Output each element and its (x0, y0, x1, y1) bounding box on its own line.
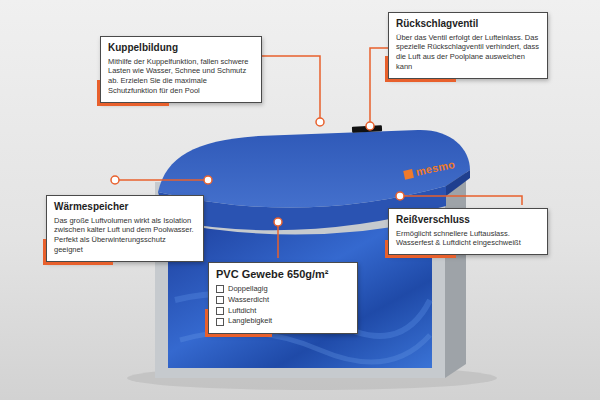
callout-heading: Reißverschluss (396, 214, 540, 227)
checklist-item: Wasserdicht (216, 295, 350, 306)
checklist-item: Langlebigkeit (216, 316, 350, 327)
checklist-text: Doppellagig (228, 284, 268, 295)
leader-dot (366, 122, 374, 130)
callout-heading: PVC Gewebe 650g/m² (216, 268, 350, 282)
checklist-text: Wasserdicht (228, 295, 269, 306)
accent-bar (205, 334, 272, 337)
accent-bar (43, 262, 113, 265)
callout-box: ReißverschlussErmöglicht schnellere Luft… (388, 208, 548, 255)
accent-bar (97, 80, 100, 106)
leader-line (404, 196, 522, 205)
water-shimmer (180, 332, 430, 362)
accent-bar (43, 239, 46, 265)
accent-bar (97, 103, 169, 106)
callout-text: Das große Luftvolumen wirkt als Isolatio… (54, 216, 196, 256)
callout-heading: Kuppelbildung (108, 42, 254, 55)
cover-edge (446, 170, 470, 196)
leader-dot (316, 118, 324, 126)
leader-dot (111, 176, 119, 184)
accent-bar (385, 79, 456, 82)
checkbox-icon (216, 318, 224, 326)
leader-dot (274, 218, 282, 226)
accent-bar (385, 240, 388, 258)
callout-box: RückschlagventilÜber das Ventil erfolgt … (388, 12, 548, 79)
checkbox-icon (216, 307, 224, 315)
leader-dot (204, 176, 212, 184)
callout-box: WärmespeicherDas große Luftvolumen wirkt… (46, 195, 204, 262)
checkbox-icon (216, 285, 224, 293)
leader-line (119, 179, 204, 181)
callout-heading: Rückschlagventil (396, 18, 540, 31)
callout-text: Ermöglicht schnellere Luftauslass. Wasse… (396, 229, 540, 249)
callout-box: PVC Gewebe 650g/m² DoppellagigWasserdicht… (208, 262, 358, 334)
leader-dot (396, 192, 404, 200)
callout-text: Über das Ventil erfolgt der Lufteinlass.… (396, 33, 540, 73)
checkbox-icon (216, 296, 224, 304)
callout-box: KuppelbildungMithilfe der Kuppelfunktion… (100, 36, 262, 103)
accent-bar (385, 255, 456, 258)
callout-heading: Wärmespeicher (54, 201, 196, 214)
checklist-text: Luftdicht (228, 306, 256, 317)
logo-icon (403, 169, 414, 180)
checklist-item: Luftdicht (216, 306, 350, 317)
brand-logo: mesmo (415, 158, 456, 178)
leader-line (370, 48, 388, 122)
housing-side (445, 172, 466, 378)
callout-text: Mithilfe der Kuppelfunktion, fallen schw… (108, 57, 254, 97)
leader-line (277, 226, 279, 258)
leader-line (262, 56, 320, 118)
checklist-text: Langlebigkeit (228, 316, 272, 327)
accent-bar (205, 309, 208, 337)
accent-bar (385, 56, 388, 82)
checklist-item: Doppellagig (216, 284, 350, 295)
